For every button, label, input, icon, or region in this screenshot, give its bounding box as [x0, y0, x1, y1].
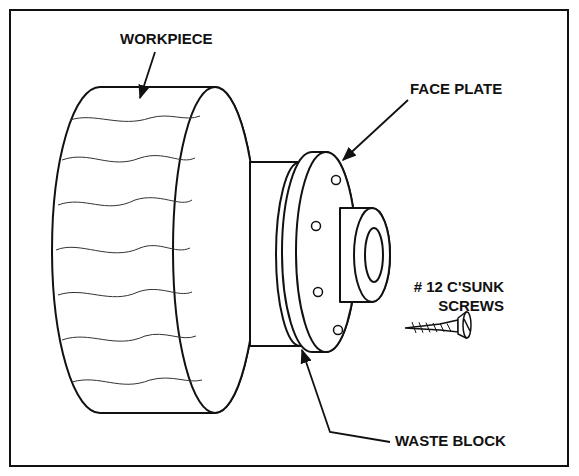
- face-plate-hub: [340, 208, 390, 302]
- countersunk-screw: [405, 312, 471, 338]
- frame: [10, 10, 568, 466]
- part-label: # 12 C'SUNK SCREWS: [392, 278, 504, 316]
- screw-hole: [332, 176, 341, 185]
- part-label: WORKPIECE: [120, 30, 213, 49]
- screw-hole: [334, 326, 343, 335]
- screw-hole: [312, 222, 321, 231]
- workpiece-end: [173, 87, 257, 413]
- workpiece-body: [52, 87, 257, 413]
- leader-line: [343, 100, 408, 160]
- hub-end: [354, 208, 390, 302]
- wood-grain: [56, 116, 202, 384]
- leader-line: [140, 52, 155, 98]
- part-label: WASTE BLOCK: [395, 432, 506, 451]
- leader-line: [302, 350, 390, 442]
- hub-bore: [365, 228, 383, 282]
- screw-hole: [314, 288, 323, 297]
- part-label: FACE PLATE: [410, 80, 502, 99]
